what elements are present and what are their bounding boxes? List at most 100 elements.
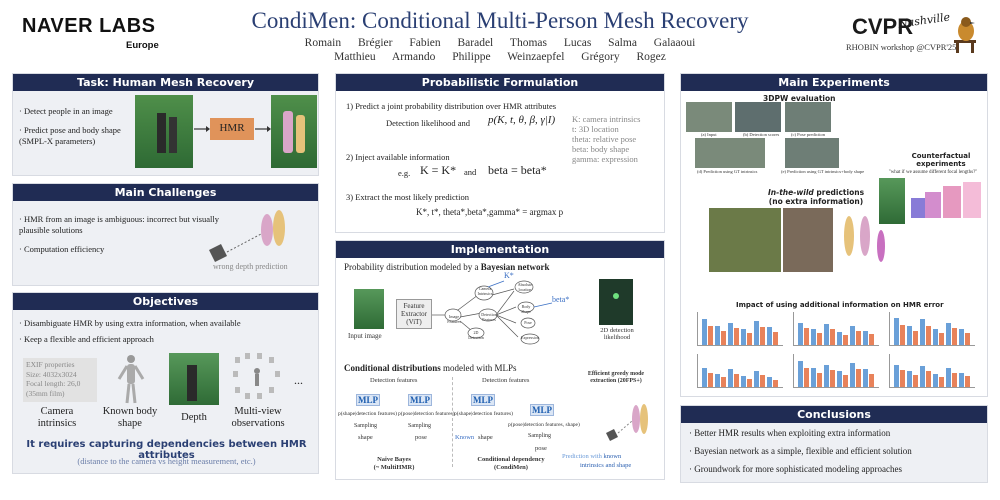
- rhobin-bird-logo-icon: [954, 17, 976, 53]
- legend-beta: beta: body shape: [572, 144, 630, 154]
- exif-title: EXIF properties: [26, 360, 75, 369]
- objectives-panel: Objectives Disambiguate HMR by using ext…: [12, 292, 319, 474]
- mlp-cond-shape: MLP: [471, 394, 495, 406]
- impact-mini-chart: [793, 354, 879, 388]
- condep-title: Conditional dependency: [477, 456, 545, 463]
- feature-extractor-box: Feature Extractor (ViT): [396, 299, 432, 329]
- impact-bar: [830, 329, 835, 345]
- naive-bayes-title: Naive Bayes: [377, 456, 411, 463]
- impact-bar: [939, 377, 944, 387]
- node-absolute-location: Absolute location: [517, 282, 533, 292]
- impact-bar: [804, 328, 809, 345]
- cap-pose: (c) Pose prediction: [791, 132, 825, 137]
- impact-bar: [965, 376, 970, 387]
- naver-labs-logo: NAVER LABS: [22, 15, 156, 37]
- impact-bar: [837, 332, 842, 345]
- impact-mini-chart: [793, 312, 879, 346]
- impl-divider: [452, 377, 453, 467]
- prob-panel: Probabilistic Formulation 1) Predict a j…: [335, 73, 665, 233]
- impact-bar: [760, 327, 765, 345]
- impact-bar: [734, 373, 739, 387]
- impact-bar: [837, 371, 842, 387]
- pred-known-text: Prediction with: [562, 453, 602, 460]
- impact-bar: [926, 371, 931, 387]
- impact-bar: [952, 328, 957, 345]
- impact-bar: [920, 366, 925, 387]
- mlp-naive-shape: MLP: [356, 394, 380, 406]
- impact-bar: [913, 375, 918, 387]
- impact-bar: [702, 319, 707, 345]
- eq-beta: beta = beta*: [488, 163, 547, 177]
- cond-shape-output: shape: [478, 434, 493, 441]
- node-body-shape: Body Shape: [521, 304, 531, 314]
- node-expression: Expression: [521, 335, 539, 340]
- conclusion-3: Groundwork for more sophisticated modeli…: [689, 464, 902, 475]
- impact-bar: [856, 330, 861, 345]
- task-bullet-1: Detect people in an image: [19, 106, 129, 117]
- legend-k: K: camera intrinsics: [572, 114, 641, 124]
- conclusions-panel: Conclusions Better HMR results when expl…: [680, 405, 988, 483]
- k-star-label: K*: [504, 271, 514, 280]
- counterfactual-question: "what if we assume different focal lengt…: [888, 170, 978, 175]
- prob-title: Probabilistic Formulation: [336, 74, 664, 91]
- cvpr-logo: CVPR: [852, 14, 914, 39]
- cap-input: (a) Input: [701, 132, 717, 137]
- impact-bar: [715, 325, 720, 345]
- prediction-known-figure-icon: [606, 404, 648, 441]
- prediction-with-known: Prediction with known: [562, 453, 621, 460]
- impact-bar: [811, 329, 816, 345]
- in-the-wild-heading: In-the-wild predictions(no extra informa…: [761, 188, 871, 206]
- experiments-title: Main Experiments: [681, 74, 987, 91]
- impact-mini-chart: [697, 312, 783, 346]
- impact-bar: [850, 325, 855, 345]
- 3dpw-input-img: [686, 102, 732, 132]
- naive-shape-output: shape: [358, 434, 373, 441]
- impact-bar: [767, 327, 772, 345]
- impact-mini-chart: [697, 354, 783, 388]
- sampling-naive-1: Sampling: [354, 423, 378, 429]
- prob-legend: K: camera intrinsics t: 3D location thet…: [572, 114, 664, 164]
- exif-size: Size: 4032x3024: [26, 369, 77, 379]
- impact-bar: [920, 319, 925, 345]
- naive-pose-output: pose: [415, 434, 427, 441]
- poster-title: CondiMen: Conditional Multi-Person Mesh …: [251, 8, 749, 33]
- mlp-naive-pose: MLP: [408, 394, 432, 406]
- prob-step-2: 2) Inject available information: [346, 152, 450, 162]
- task-panel: Task: Human Mesh Recovery Detect people …: [12, 73, 319, 176]
- impl-input-label: Input image: [348, 332, 382, 340]
- impact-bar: [952, 372, 957, 387]
- task-arrow-icon: [194, 126, 210, 132]
- impact-mini-chart: [889, 354, 975, 388]
- pred-known-intrinsics-shape: intrinsics and shape: [580, 462, 632, 469]
- hmr-box: HMR: [210, 118, 254, 140]
- impl-input-image: [354, 289, 384, 329]
- eval-3dpw-heading: 3DPW evaluation: [763, 94, 836, 103]
- impact-bar: [721, 330, 726, 345]
- workshop-label: RHOBIN workshop @CVPR'25: [846, 42, 957, 52]
- impact-bar: [959, 329, 964, 345]
- node-image-features: Image Features: [447, 314, 461, 324]
- 3dpw-gt-shape-img: [785, 138, 839, 168]
- impact-bar: [856, 369, 861, 387]
- impact-bar: [843, 335, 848, 345]
- multiview-cameras-icon: [233, 353, 280, 399]
- impact-bar: [900, 370, 905, 387]
- impact-heading: Impact of using additional information o…: [736, 301, 944, 309]
- objectives-title: Objectives: [13, 293, 318, 310]
- impact-bar: [747, 333, 752, 345]
- impact-bar: [767, 377, 772, 387]
- cap-detection: (b) Detection scores: [743, 132, 780, 137]
- sampling-naive-2: Sampling: [408, 423, 432, 429]
- task-output-image: [271, 95, 317, 168]
- impact-bar: [946, 367, 951, 387]
- pred-known-word: known: [603, 453, 622, 460]
- impact-bar: [959, 372, 964, 387]
- objectives-bullet-2: Keep a flexible and efficient approach: [19, 334, 309, 345]
- exif-box: EXIF properties Size: 4032x3024 Focal le…: [23, 358, 97, 402]
- objectives-bullet-1: Disambiguate HMR by using extra informat…: [19, 318, 309, 329]
- experiments-panel: Main Experiments 3DPW evaluation (a) Inp…: [680, 73, 988, 397]
- legend-t: t: 3D location: [572, 124, 619, 134]
- impact-bar: [708, 325, 713, 345]
- counterfactual-meshes-icon: [911, 182, 981, 218]
- node-2d-detection: 2D Detection: [468, 330, 484, 340]
